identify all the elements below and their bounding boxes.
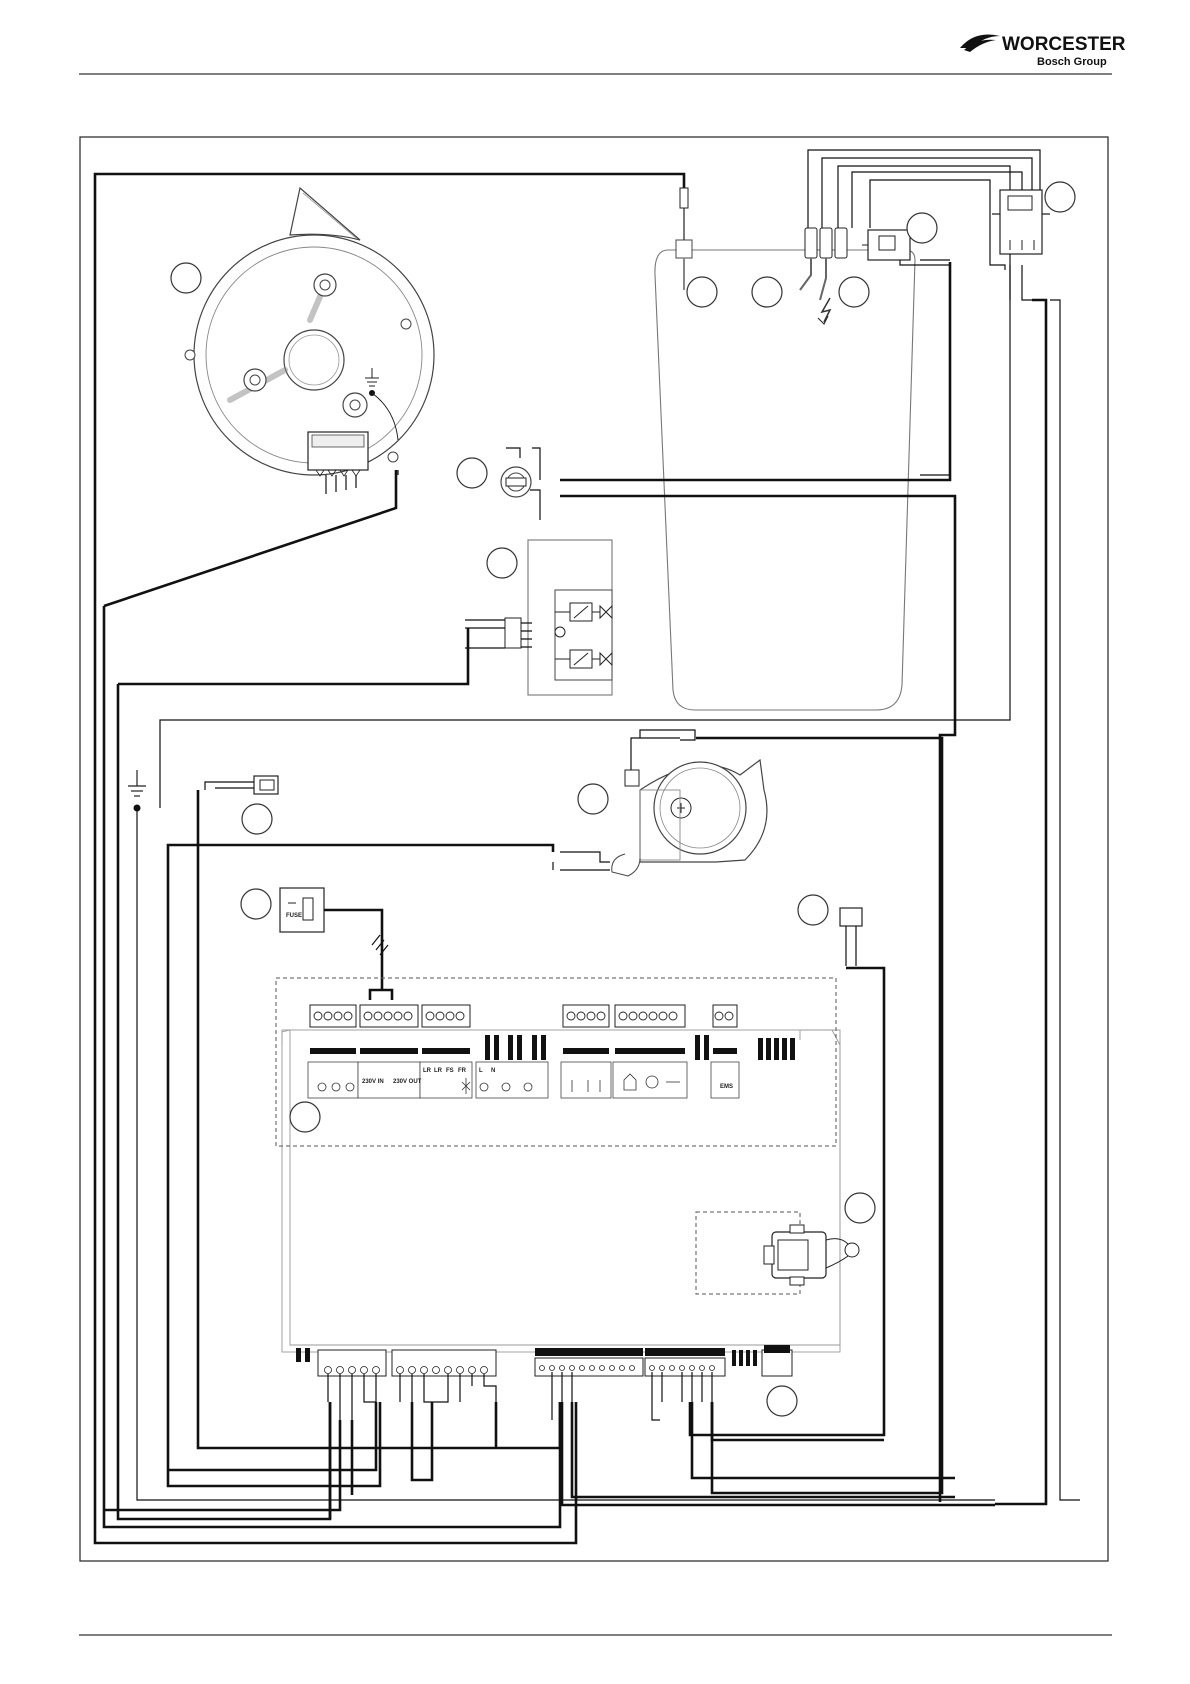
control-pcb: 230V IN 230V OUT LR LR FS FR L N EMS <box>104 978 995 1519</box>
label-l: L <box>479 1068 483 1074</box>
wire-switch <box>198 790 560 1448</box>
brand-subtitle: Bosch Group <box>1037 56 1107 68</box>
pcb-lower-connectors <box>296 1345 792 1376</box>
pcb-upper-connectors <box>310 1005 795 1060</box>
spark-generator <box>862 230 950 475</box>
wire-pump-neutral <box>168 845 553 1486</box>
fuse-label: FUSE <box>286 913 302 919</box>
wire-right-rail <box>995 300 1046 1504</box>
brand-name: WORCESTER <box>1002 34 1126 55</box>
flame-sensor-electrode <box>676 188 692 290</box>
label-230v-out: 230V OUT <box>393 1079 422 1085</box>
label-fr: FR <box>458 1068 467 1074</box>
label-lr-1: LR <box>423 1068 432 1074</box>
label-n: N <box>491 1068 495 1074</box>
wire-outer-rail <box>95 174 684 1543</box>
wire-left-rail-3b <box>118 684 330 1519</box>
overheat-thermostat <box>501 448 540 520</box>
flow-switch <box>205 776 278 794</box>
fuse-holder: FUSE <box>280 888 324 932</box>
label-ems: EMS <box>720 1084 733 1090</box>
temperature-sensor <box>840 908 862 966</box>
gas-valve <box>505 540 612 695</box>
gas-valve-connector <box>505 618 521 648</box>
diagram-frame <box>80 137 1108 1561</box>
wire-fuse <box>324 910 392 1000</box>
chassis-earth-icon <box>128 770 146 812</box>
label-230v-in: 230V IN <box>362 1079 384 1085</box>
diverter-valve <box>764 1225 859 1285</box>
pressure-sensor <box>992 190 1050 254</box>
wire-fan-cable <box>104 470 396 606</box>
pcb-terminal-labels: 230V IN 230V OUT LR LR FS FR L N EMS <box>308 1062 739 1098</box>
ignition-electrodes <box>800 198 852 324</box>
wire-left-rail-3 <box>118 628 468 684</box>
spark-icon <box>822 298 830 322</box>
label-fs: FS <box>446 1068 454 1074</box>
fan-assembly <box>185 188 434 476</box>
label-lr-2: LR <box>434 1068 443 1074</box>
fan-hub <box>284 330 344 390</box>
brand-logo: WORCESTER Bosch Group <box>960 34 1126 68</box>
